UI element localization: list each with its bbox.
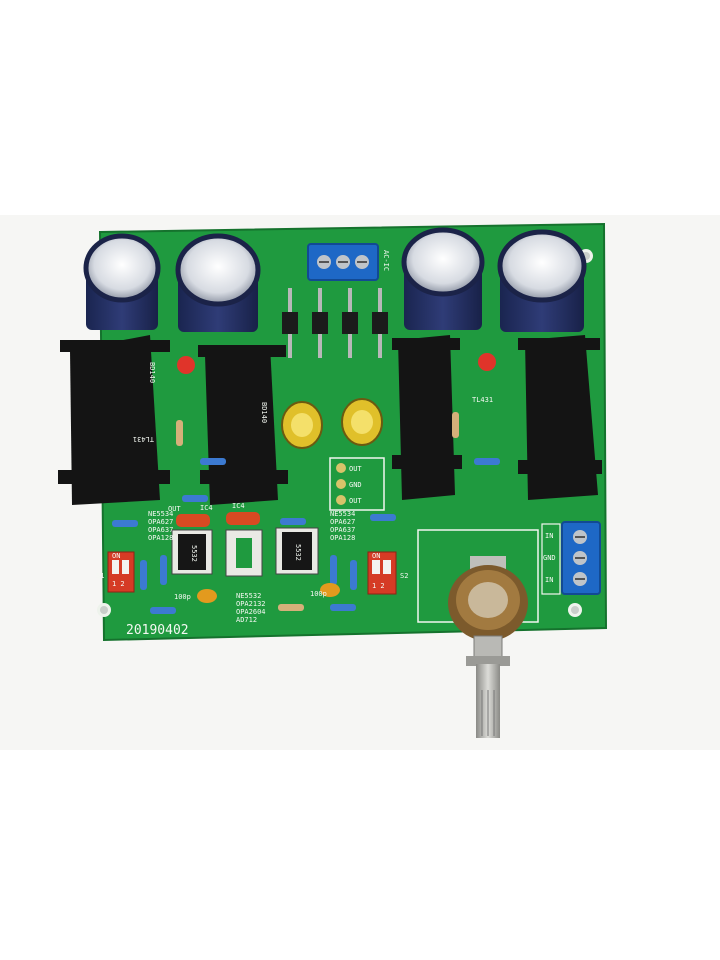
power-terminal-block	[307, 243, 379, 281]
part-orange-1	[176, 514, 210, 527]
heatsink-3	[392, 335, 462, 500]
opamp-top-right-1: NE5534	[330, 510, 355, 518]
opamp-top-left-1: NE5534	[148, 510, 173, 518]
input-label-box	[541, 523, 561, 595]
opamp-top-left-4: OPA128	[148, 534, 173, 542]
opamp-left-3: OPA2604	[236, 608, 266, 616]
power-label: AC-IC	[382, 250, 390, 271]
input-terminal-block	[561, 521, 601, 595]
heatsink-1	[58, 335, 170, 505]
opamp-top-right-4: OPA128	[330, 534, 355, 542]
heatsink-2	[198, 345, 288, 505]
capacitor-1	[83, 233, 161, 330]
regulator-left-label: TL431	[133, 435, 154, 443]
chip-right-label: 5532	[294, 544, 302, 561]
led-left	[177, 356, 195, 374]
opamp-left-2: OPA2132	[236, 600, 266, 608]
opamp-list-top-left: NE5534 OPA627 OPA637 OPA128	[148, 510, 173, 542]
switch1-id: S1	[96, 572, 104, 580]
switch2-nums: 1 2	[372, 582, 385, 590]
small-capacitor-right	[341, 398, 383, 446]
opamp-list-bottom: NE5532 OPA2132 OPA2604 AD712	[236, 592, 266, 624]
output-pads	[329, 457, 385, 511]
opamp-chip-left	[171, 529, 213, 575]
part-orange-2	[226, 512, 260, 525]
transistor-right-label: BD140	[260, 402, 268, 423]
regulator-right-label: TL431	[472, 396, 493, 404]
led-right	[478, 353, 496, 371]
cap-left-label: 100p	[174, 593, 191, 601]
dip-switch-1	[107, 551, 135, 593]
cap-100p-left	[197, 589, 217, 603]
capacitor-3	[401, 227, 485, 330]
ic-right-label: IC4	[232, 502, 245, 510]
opamp-list-top-right: NE5534 OPA627 OPA637 OPA128	[330, 510, 355, 542]
capacitor-2	[175, 233, 261, 332]
switch2-on: ON	[372, 552, 380, 560]
out-label: OUT	[168, 505, 181, 513]
switch1-nums: 1 2	[112, 580, 125, 588]
opamp-left-4: AD712	[236, 616, 257, 624]
opamp-top-right-2: OPA627	[330, 518, 355, 526]
switch1-on: ON	[112, 552, 120, 560]
date-code: 20190402	[126, 623, 189, 638]
capacitor-4	[497, 229, 587, 332]
opamp-top-right-3: OPA637	[330, 526, 355, 534]
out-pin-3: OUT	[349, 497, 362, 505]
out-pin-2: GND	[349, 481, 362, 489]
chip-left-label: 5532	[190, 545, 198, 562]
heatsink-4	[518, 335, 602, 500]
potentiometer	[448, 556, 528, 738]
opamp-socket-middle	[225, 529, 263, 577]
rectifier-diodes	[282, 288, 388, 358]
in-pin-3: IN	[545, 576, 553, 584]
opamp-top-left-2: OPA627	[148, 518, 173, 526]
opamp-left-1: NE5532	[236, 592, 261, 600]
ic-left-label: IC4	[200, 504, 213, 512]
transistor-left-label: BD140	[148, 362, 156, 383]
opamp-top-left-3: OPA637	[148, 526, 173, 534]
out-pin-1: OUT	[349, 465, 362, 473]
in-pin-1: IN	[545, 532, 553, 540]
cap-right-label: 100p	[310, 590, 327, 598]
opamp-chip-right	[275, 527, 319, 575]
small-capacitor-left	[281, 401, 323, 449]
in-pin-2: GND	[543, 554, 556, 562]
resistors	[112, 412, 500, 614]
switch2-id: S2	[400, 572, 408, 580]
cap-100p-right	[320, 583, 340, 597]
dip-switch-2	[367, 551, 397, 595]
